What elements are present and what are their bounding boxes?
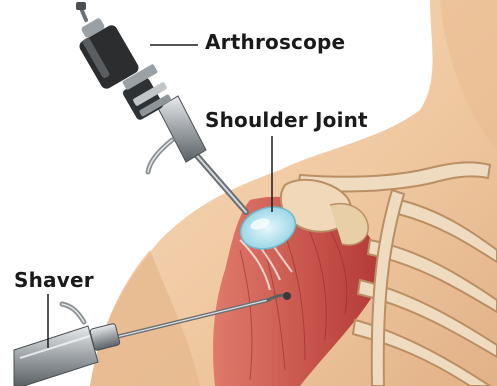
arthroscope-label: Arthroscope — [205, 30, 345, 54]
shaver-label: Shaver — [14, 268, 94, 292]
shoulder-joint-label: Shoulder Joint — [205, 108, 368, 132]
